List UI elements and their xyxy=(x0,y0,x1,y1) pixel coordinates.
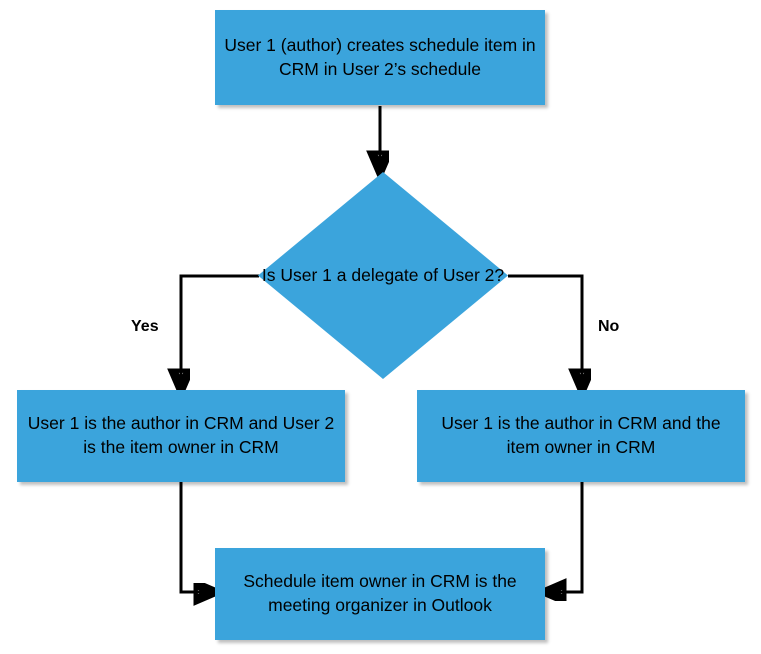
connector-no-to-end xyxy=(548,482,584,592)
node-yes-outcome[interactable]: User 1 is the author in CRM and User 2 i… xyxy=(17,390,345,482)
edge-label-no: No xyxy=(598,318,620,335)
node-decision-label: Is User 1 a delegate of User 2? xyxy=(261,264,505,285)
node-decision[interactable]: Is User 1 a delegate of User 2? xyxy=(258,172,508,379)
connector-yes-to-end xyxy=(179,482,212,592)
node-no-outcome[interactable]: User 1 is the author in CRM and the item… xyxy=(417,390,745,482)
edge-label-yes: Yes xyxy=(131,318,159,335)
node-start[interactable]: User 1 (author) creates schedule item in… xyxy=(215,10,545,105)
connector-decision-to-yes xyxy=(181,274,259,387)
connector-decision-to-no xyxy=(508,274,582,387)
node-end[interactable]: Schedule item owner in CRM is the meetin… xyxy=(215,548,545,640)
